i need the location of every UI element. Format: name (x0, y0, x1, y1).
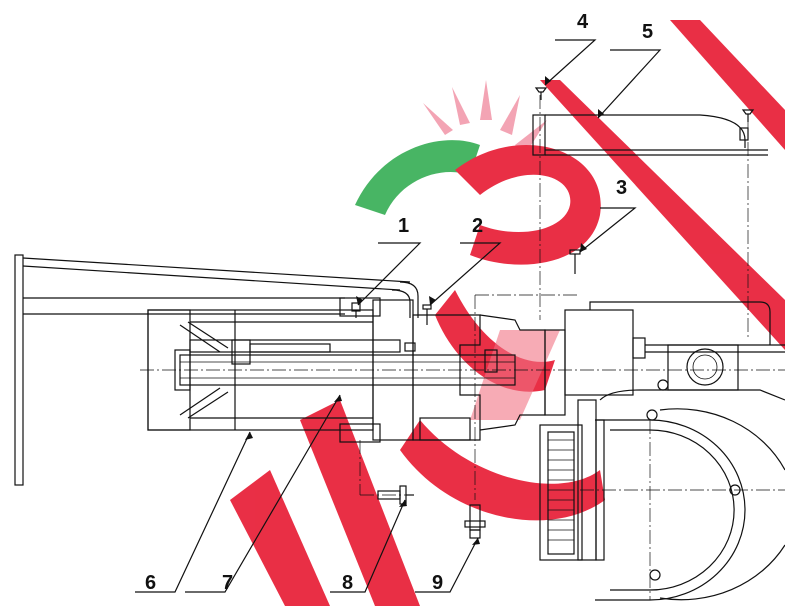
callout-3: 3 (616, 177, 627, 199)
top-cover (532, 114, 768, 156)
leader-lines (135, 39, 662, 593)
callout-2: 2 (472, 215, 483, 237)
callout-8: 8 (342, 572, 353, 594)
screw-5-right (741, 109, 755, 122)
fan-housing (580, 301, 785, 601)
mounting-bracket (14, 254, 419, 486)
screw-2 (422, 304, 432, 325)
center-lines (140, 95, 785, 500)
callout-4: 4 (577, 11, 589, 33)
screw-3 (569, 249, 581, 274)
callout-1: 1 (398, 215, 409, 237)
callout-5: 5 (642, 21, 653, 43)
callout-7: 7 (222, 572, 233, 594)
watermark-logo (230, 20, 785, 606)
air-intake-grille (539, 399, 605, 561)
control-box (544, 309, 646, 416)
callout-labels: 1 2 3 4 5 6 7 8 9 (145, 11, 653, 594)
screw-9 (464, 504, 486, 539)
arrowheads (245, 76, 604, 545)
callout-9: 9 (432, 572, 443, 594)
screw-4 (534, 87, 548, 100)
screw-1 (351, 302, 361, 318)
callout-6: 6 (145, 572, 156, 594)
